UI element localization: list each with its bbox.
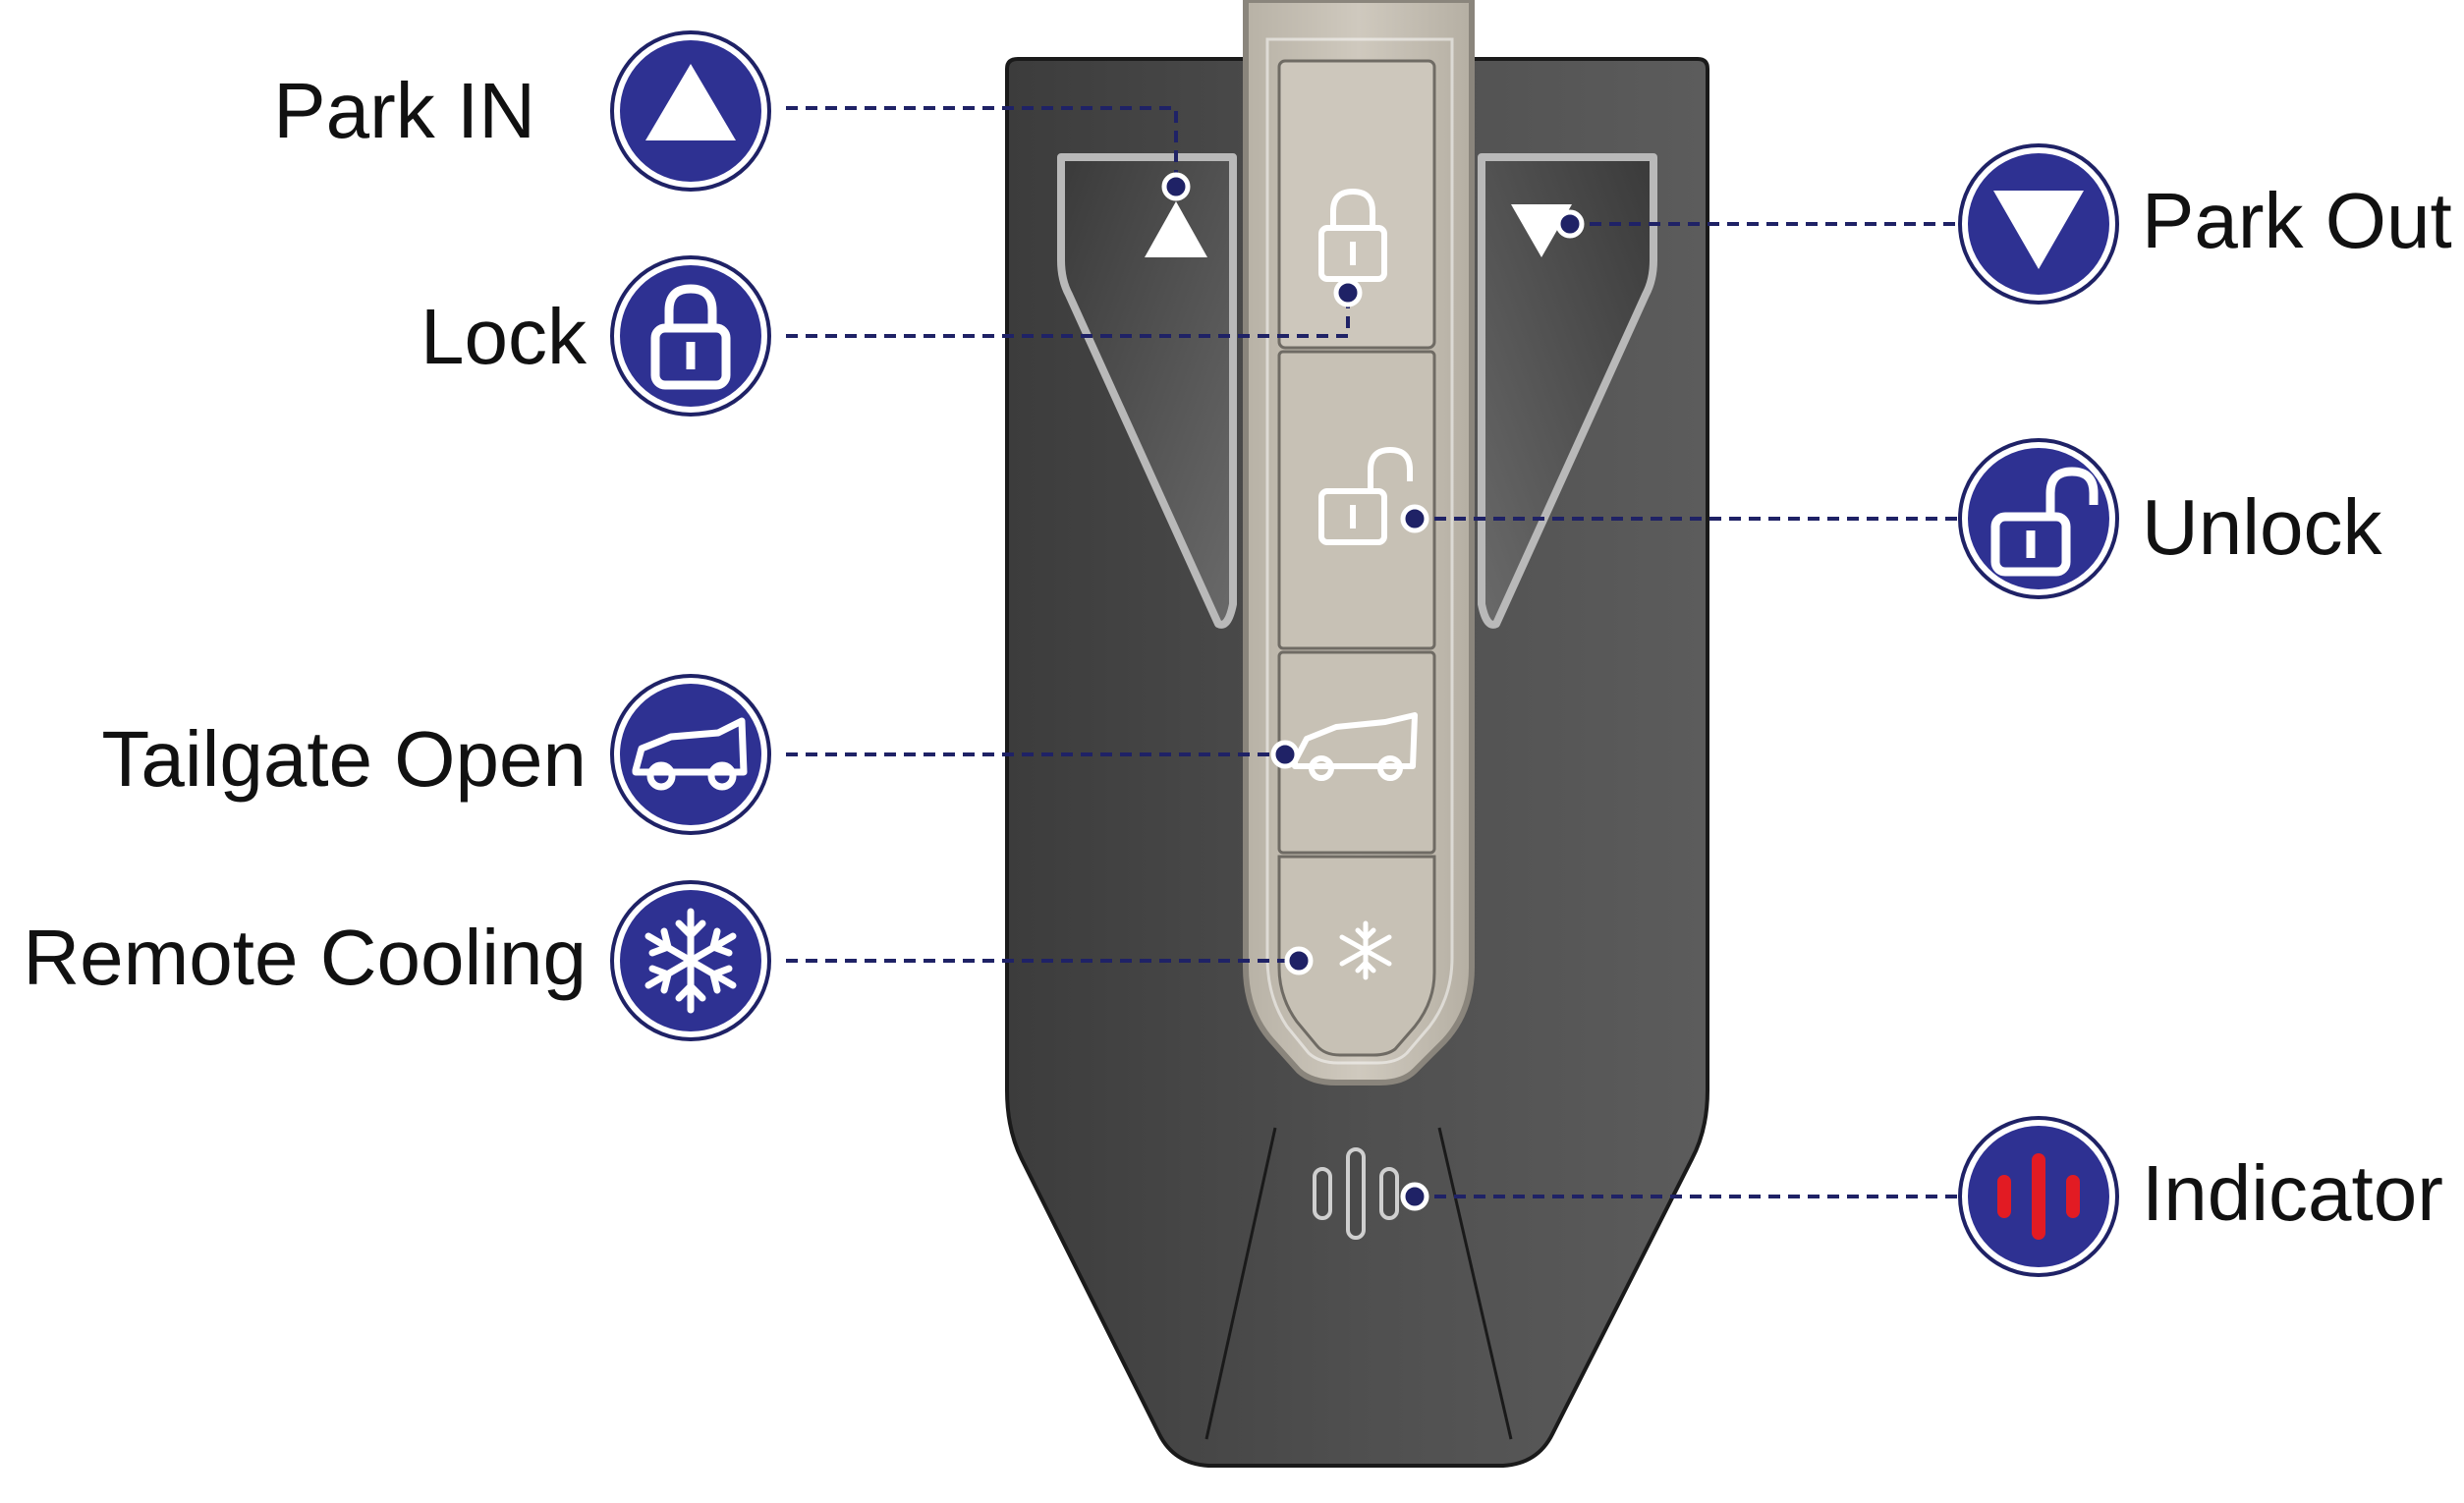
- leader-park-in: [786, 106, 1178, 187]
- label-lock: Lock: [420, 293, 588, 380]
- park-out-badge: [1958, 143, 2119, 305]
- triangle-up-icon: [645, 64, 736, 140]
- unlock-button-glyph: [1318, 446, 1413, 545]
- button-strip-inner: [1265, 37, 1454, 1065]
- label-remote-cooling: Remote Cooling: [23, 914, 587, 1001]
- unlock-button[interactable]: [1277, 350, 1436, 650]
- lock-button-glyph: [1318, 188, 1387, 282]
- unlock-badge: [1958, 438, 2119, 599]
- lower-seam-left: [1204, 1127, 1277, 1440]
- padlock-open-icon: [1990, 467, 2099, 577]
- snowflake-button-glyph: [1339, 920, 1392, 980]
- indicator-bars-icon: [1997, 1153, 2080, 1240]
- park-in-badge: [610, 30, 771, 192]
- indicator-badge: [1958, 1116, 2119, 1277]
- park-in-glyph: [1145, 201, 1207, 257]
- remote-cooling-badge: [610, 880, 771, 1041]
- snowflake-icon: [644, 908, 737, 1014]
- leader-lock: [786, 293, 1350, 338]
- left-upper-panel: [1057, 153, 1237, 629]
- indicator-slots: [1313, 1147, 1399, 1240]
- suv-tailgate-icon: [632, 717, 748, 791]
- lock-button[interactable]: [1277, 59, 1436, 350]
- label-unlock: Unlock: [2142, 483, 2383, 571]
- fob-body: [1005, 0, 1709, 1468]
- triangle-down-icon: [1993, 191, 2084, 269]
- tailgate-open-badge: [610, 674, 771, 835]
- label-tailgate-open: Tailgate Open: [101, 715, 587, 803]
- label-park-in: Park IN: [273, 67, 535, 154]
- lock-badge: [610, 255, 771, 417]
- lower-seam-right: [1437, 1127, 1513, 1440]
- right-upper-panel: [1478, 153, 1657, 629]
- padlock-closed-icon: [650, 284, 731, 390]
- leader-dots: [1161, 172, 1585, 1211]
- park-out-glyph: [1511, 204, 1572, 257]
- label-park-out: Park Out: [2142, 177, 2452, 264]
- suv-button-glyph: [1292, 712, 1418, 781]
- label-indicator: Indicator: [2142, 1149, 2443, 1237]
- leader-lines: [786, 106, 1957, 1198]
